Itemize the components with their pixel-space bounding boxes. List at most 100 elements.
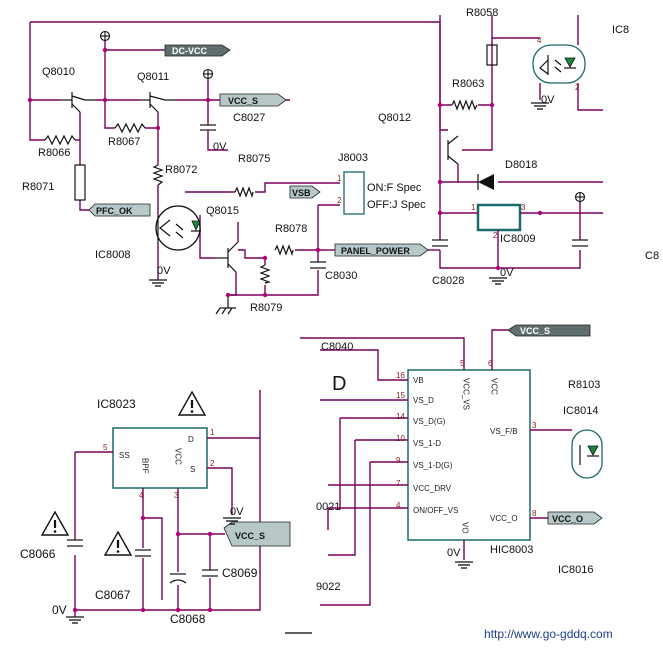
junction-dot (140, 515, 146, 521)
hic8003-pin-vsfb: VS_F/B (490, 427, 518, 436)
pin-number: 14 (396, 412, 405, 421)
net-tag-panel-power (334, 243, 429, 257)
resistor-r8063 (451, 99, 478, 111)
net-tag-dc-vcc (164, 44, 231, 57)
optocoupler-ic8014 (571, 429, 603, 479)
resistor-r8078 (274, 244, 294, 257)
ref-r8071: R8071 (22, 181, 54, 193)
watermark-url: http://www.go-gddq.com (484, 627, 613, 641)
hic8003-pin-name: VS_1-D (413, 439, 441, 448)
pin-number: 2 (575, 83, 580, 92)
net-vcc-s: VCC_S (228, 96, 258, 106)
ic8023-pin-vcc: VCC (174, 448, 183, 465)
ov-label: 0V (52, 603, 67, 617)
net-tag-vcc-s-bottom (223, 521, 291, 547)
connector-j8003 (343, 171, 365, 215)
hic8003-pin-name: VS_1-D(G) (413, 461, 453, 470)
pin-number: 8 (532, 509, 537, 518)
junction-dot (437, 179, 443, 185)
ref-c8066: C8066 (20, 547, 56, 561)
net-tag-vsb (289, 185, 321, 199)
resistor-r8067 (114, 122, 146, 134)
net-pfc-ok: PFC_OK (96, 206, 133, 216)
resistor-r8075 (234, 186, 254, 199)
junction-dot (207, 607, 213, 613)
pin-number: 16 (396, 371, 405, 380)
ref-c8030: C8030 (325, 270, 357, 282)
pin-number: 2 (210, 459, 215, 468)
transistor-q8011 (140, 92, 175, 113)
hic8003-pin-name: ON/OFF_VS (413, 506, 458, 515)
ref-r8063: R8063 (452, 78, 484, 90)
junction-dot (102, 47, 108, 53)
ref-c8-right: C8 (645, 250, 659, 262)
pin-number: 4 (537, 36, 542, 45)
net-tag-vcc-s-right (507, 324, 591, 337)
junction-dot (205, 97, 211, 103)
ref-r8067: R8067 (108, 136, 140, 148)
net-vcc-s: VCC_S (520, 326, 550, 336)
net-tag-pfc-ok (88, 203, 151, 217)
hic8003-pin-name: VCC_DRV (413, 484, 452, 493)
optocoupler-ic8008 (155, 205, 201, 251)
pin-number: 3 (521, 203, 526, 212)
net-0021: 0021 (316, 501, 340, 513)
ref-c8069: C8069 (222, 566, 258, 580)
net-panel-power: PANEL_POWER (341, 246, 410, 256)
junction-dot (175, 607, 181, 613)
capacitor-c8030 (310, 261, 326, 269)
junction-dot (225, 292, 231, 298)
resistor-r8066 (44, 134, 76, 146)
junction-dot (140, 607, 146, 613)
net-vsb: VSB (292, 188, 311, 198)
ref-c8068: C8068 (170, 612, 206, 626)
junction-dot (262, 292, 268, 298)
net-tag-vcc-s-top (219, 93, 287, 107)
ic-hic8003 (407, 369, 531, 541)
ref-r8078: R8078 (275, 223, 307, 235)
pin-number: 5 (103, 443, 108, 452)
capacitor-c8-right (572, 239, 588, 247)
j8003-on-label: ON:F Spec (367, 182, 422, 194)
junction-dot (102, 97, 108, 103)
ref-ic8023: IC8023 (97, 397, 136, 411)
pin-number: 7 (396, 479, 401, 488)
hic8003-pin-name: VS_D(G) (413, 417, 446, 426)
diode-d8018 (477, 174, 494, 190)
resistor-r8072 (152, 164, 164, 186)
transistor-q8012 (447, 135, 459, 165)
capacitor-c8028 (432, 239, 448, 247)
net-vcc-o: VCC_O (552, 514, 583, 524)
ref-r8066: R8066 (38, 147, 70, 159)
net-vcc-s: VCC_S (235, 531, 265, 541)
hic8003-pin-name: VS_D (413, 396, 434, 405)
hic8003-left-pins: 16VB15VS_D14VS_D(G)10VS_1-D9VS_1-D(G)7VC… (396, 371, 458, 515)
pin-number: 2 (337, 196, 342, 205)
ref-ic8009: IC8009 (500, 233, 535, 245)
ref-ic8014: IC8014 (563, 405, 598, 417)
ic8023-pin-d: D (188, 435, 194, 444)
resistor-r8058 (486, 44, 498, 66)
ref-c8040: C8040 (321, 341, 353, 353)
ref-c8028: C8028 (432, 275, 464, 287)
net-tag-vcc-o (547, 511, 603, 525)
ov-label: 0V (500, 267, 514, 279)
junction-dot (175, 531, 181, 537)
junction-dot (489, 102, 495, 108)
transistor-q8015 (215, 241, 239, 273)
junction-dot (155, 125, 161, 131)
ref-d8018: D8018 (505, 159, 537, 171)
hic8003-pin-vcco: VCC_O (490, 514, 518, 523)
ref-r8058: R8058 (466, 7, 498, 19)
transistor-q8010 (60, 92, 95, 113)
pin-number: 1 (210, 428, 215, 437)
resistor-r8079 (259, 264, 272, 284)
net-dc-vcc: DC-VCC (172, 46, 207, 56)
ic8023-pin-bpf: BPF (141, 458, 150, 474)
ref-j8003: J8003 (338, 152, 368, 164)
ref-q8010: Q8010 (42, 66, 75, 78)
resistor-r8071 (74, 164, 86, 201)
junction-dot (437, 102, 443, 108)
pin-number: 1 (471, 203, 476, 212)
